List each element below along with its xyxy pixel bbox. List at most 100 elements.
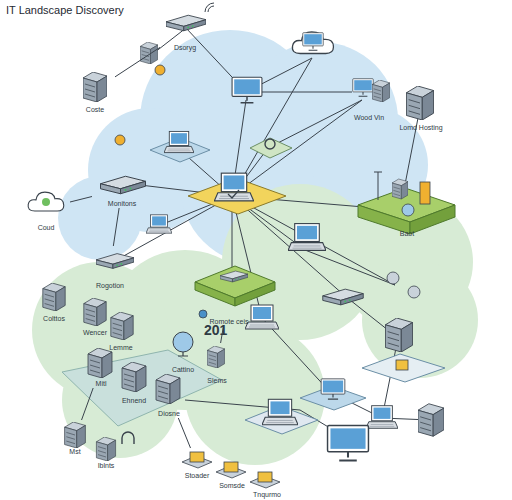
site-platform-side (235, 282, 275, 306)
server-icon (65, 422, 86, 448)
stack-icon (207, 346, 225, 368)
device-label: Mst (69, 448, 80, 456)
device-node: Somsde (215, 458, 249, 490)
site-platform-side (410, 205, 455, 234)
globe-stand (178, 352, 188, 356)
device-icon (420, 182, 430, 204)
device-icon (220, 271, 248, 282)
server-icon (156, 374, 180, 404)
gear-icon (265, 139, 275, 149)
device-node: Romote ceis (195, 262, 263, 326)
server-icon (88, 348, 112, 378)
server-band (62, 350, 222, 426)
device-node: Rogotion (82, 246, 138, 290)
globe-icon (402, 204, 414, 216)
tower-icon (418, 404, 444, 437)
server-icon (83, 72, 107, 102)
hub-laptop (214, 173, 253, 201)
router-icon (101, 176, 146, 194)
chip-icon (190, 452, 204, 462)
device-node: Lemme (102, 308, 140, 352)
device-label: Ehnend (122, 397, 146, 405)
device-node: Cattino (165, 328, 201, 374)
device-node: Stoader (180, 448, 214, 480)
server-icon (140, 42, 158, 64)
device-label: Wencer (83, 329, 107, 337)
device-label: Colttos (43, 315, 65, 323)
wifi-waves (205, 3, 214, 12)
device-label: Iblnts (98, 462, 115, 470)
device-label: Rogotion (96, 282, 124, 290)
chip-icon (396, 360, 408, 370)
site-platform-side (195, 282, 235, 306)
device-label: Dsoryg (174, 44, 196, 52)
switch-icon (323, 289, 364, 305)
device-label: Mitl (96, 380, 107, 388)
device-node: Mitl (84, 345, 118, 388)
network-link (178, 418, 190, 448)
hub-check (228, 190, 239, 198)
server-icon (392, 179, 408, 199)
device-label: Slems (207, 377, 226, 385)
diagram-title: IT Landscape Discovery (6, 4, 124, 16)
device-node: Slems (202, 343, 232, 385)
headset-icon (122, 432, 134, 444)
chip-icon (224, 462, 238, 472)
monitor-icon (303, 33, 323, 51)
monitor-icon (232, 77, 262, 103)
device-node: Tnqurmo (248, 468, 286, 499)
printer-icon (96, 254, 134, 269)
network-link (115, 47, 160, 77)
device-node: Monitons (92, 170, 152, 208)
camera-icon (408, 286, 420, 298)
camera-icon (387, 272, 399, 284)
monitor-icon (328, 425, 369, 460)
cloud-mark (42, 198, 50, 206)
device-node: Diosne (150, 372, 188, 418)
device-node: Iblnts (90, 435, 122, 470)
network-link (70, 197, 92, 203)
device-node: Wood Vin (345, 72, 393, 122)
network-link (113, 208, 119, 246)
server-icon (385, 318, 412, 352)
device-label: Coud (38, 224, 55, 232)
device-label: Baot (400, 230, 414, 238)
device-node: Lomd Hosting (393, 80, 449, 132)
device-node: Ehnend (116, 360, 152, 405)
device-node: Coud (22, 184, 70, 232)
laptop-icon (245, 305, 279, 329)
globe-icon (173, 332, 193, 352)
location-pin (199, 310, 207, 318)
device-node: Dsoryg (160, 10, 210, 52)
router-icon (166, 15, 206, 31)
monitor-icon (321, 379, 345, 399)
server-icon (406, 86, 433, 120)
server-icon (84, 298, 106, 326)
laptop-icon (366, 406, 398, 429)
device-label: Coste (86, 106, 104, 114)
server-icon (111, 312, 133, 340)
laptop-icon (262, 399, 298, 424)
location-pin (155, 65, 165, 75)
zone-blob (185, 325, 325, 465)
device-platform (250, 138, 292, 158)
server-icon (122, 362, 146, 392)
device-label: Somsde (219, 482, 245, 490)
callout-number: 201 (204, 322, 227, 338)
laptop-icon (288, 224, 326, 251)
device-platform (362, 354, 445, 382)
device-label: Monitons (108, 200, 136, 208)
monitor-icon (353, 79, 373, 97)
network-link (82, 388, 94, 420)
device-label: Wood Vin (354, 114, 384, 122)
device-node: Baot (355, 170, 459, 238)
antenna (374, 172, 382, 200)
device-label: Stoader (185, 472, 210, 480)
device-node: Colttos (35, 280, 73, 323)
chip-icon (258, 472, 272, 482)
cloud-bubble (292, 32, 333, 54)
device-label: Cattino (172, 366, 194, 374)
